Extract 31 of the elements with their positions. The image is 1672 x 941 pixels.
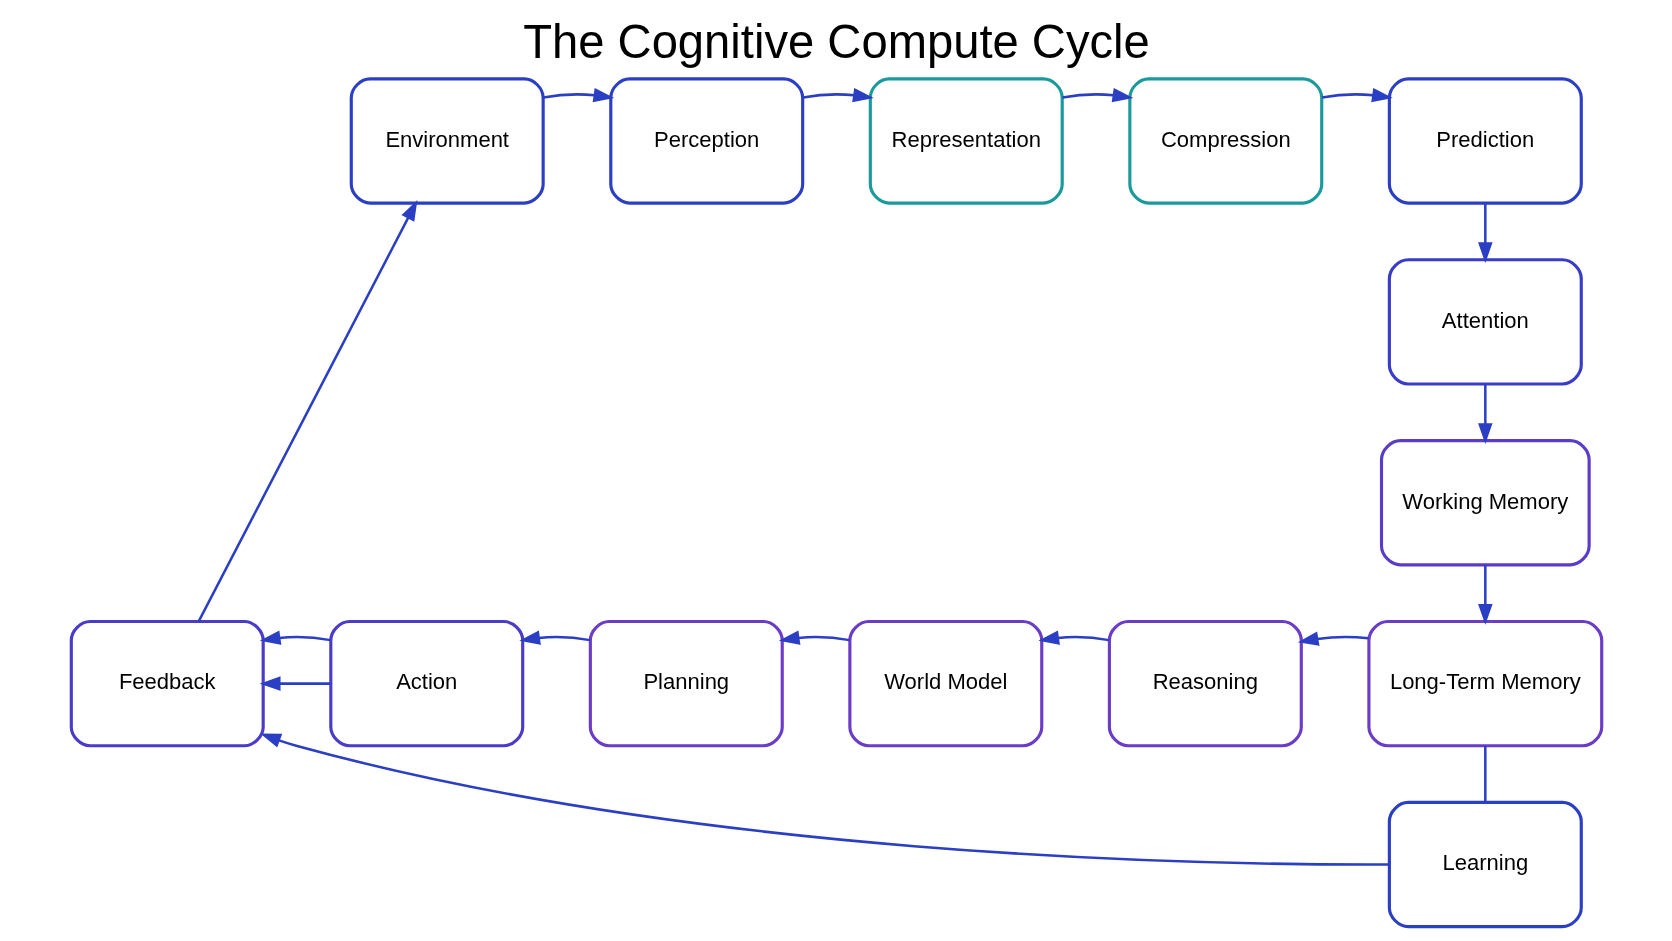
node-box: Prediction	[1387, 77, 1583, 205]
node-box: Environment	[349, 77, 545, 205]
arrow	[1321, 87, 1393, 103]
node-box: Attention	[1387, 258, 1583, 386]
arrow	[778, 630, 850, 645]
arrow	[259, 733, 1389, 866]
node-box: Reasoning	[1107, 619, 1303, 748]
arrow	[1061, 87, 1133, 103]
node-box: Compression	[1127, 77, 1323, 205]
node-box: Action	[328, 619, 524, 748]
node-box: Perception	[608, 77, 804, 205]
arrow	[518, 630, 590, 645]
node-box: Feedback	[69, 619, 265, 748]
arrow	[1477, 384, 1493, 444]
connector	[1483, 745, 1487, 802]
node-box: World Model	[847, 619, 1043, 748]
arrow	[542, 87, 614, 103]
arrow	[197, 200, 417, 622]
node-box: Planning	[588, 619, 784, 748]
node-box: Learning	[1387, 800, 1583, 929]
arrow	[1477, 203, 1493, 264]
node-box: Representation	[868, 77, 1064, 205]
diagram-title: The Cognitive Compute Cycle	[522, 15, 1150, 69]
arrow	[1297, 631, 1368, 646]
arrow	[1037, 630, 1109, 645]
node-box: Long-Term Memory	[1366, 619, 1603, 748]
node-box: Working Memory	[1379, 439, 1591, 567]
arrow	[802, 87, 874, 103]
arrow	[259, 630, 331, 645]
arrow	[1477, 565, 1493, 625]
arrow	[259, 676, 330, 691]
